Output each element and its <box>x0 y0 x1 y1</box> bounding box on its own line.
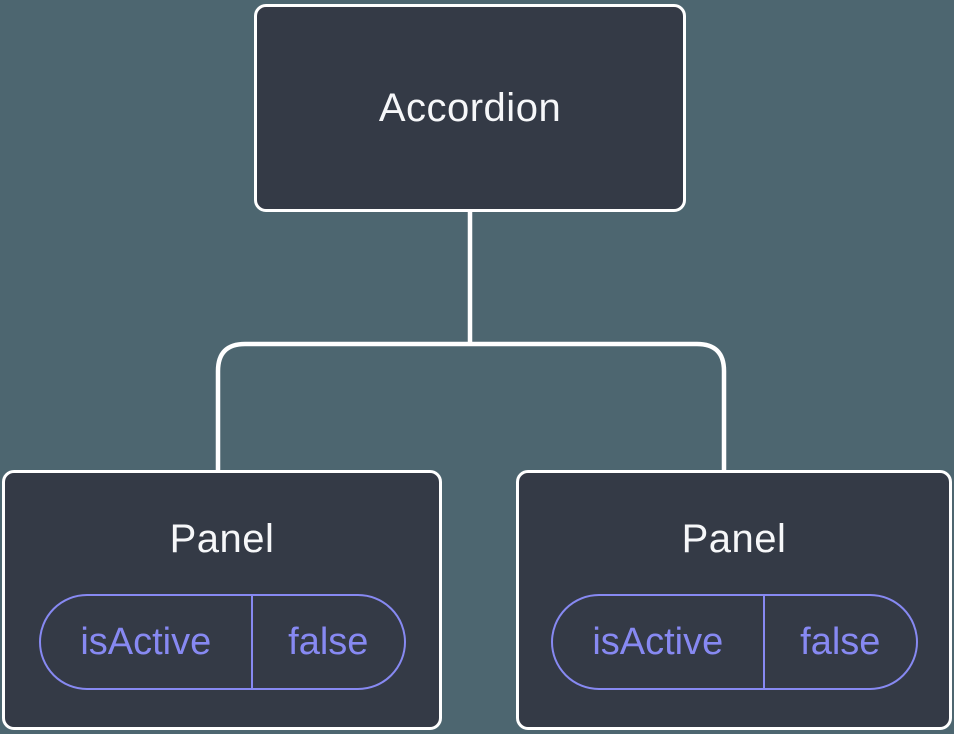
accordion-node: Accordion <box>254 4 686 212</box>
prop-value: false <box>288 620 369 663</box>
prop-name: isActive <box>553 596 766 688</box>
panel-node-right: Panel isActive false <box>516 470 952 730</box>
connector-branch <box>215 341 727 472</box>
panel-node-left: Panel isActive false <box>2 470 442 730</box>
panel-left-label: Panel <box>169 517 275 561</box>
prop-name: isActive <box>41 596 254 688</box>
accordion-node-label: Accordion <box>378 85 562 130</box>
panel-right-label: Panel <box>681 517 787 561</box>
prop-value: false <box>800 620 881 663</box>
panel-right-state-pill: isActive false <box>550 594 918 690</box>
panel-left-state-pill: isActive false <box>38 594 406 690</box>
